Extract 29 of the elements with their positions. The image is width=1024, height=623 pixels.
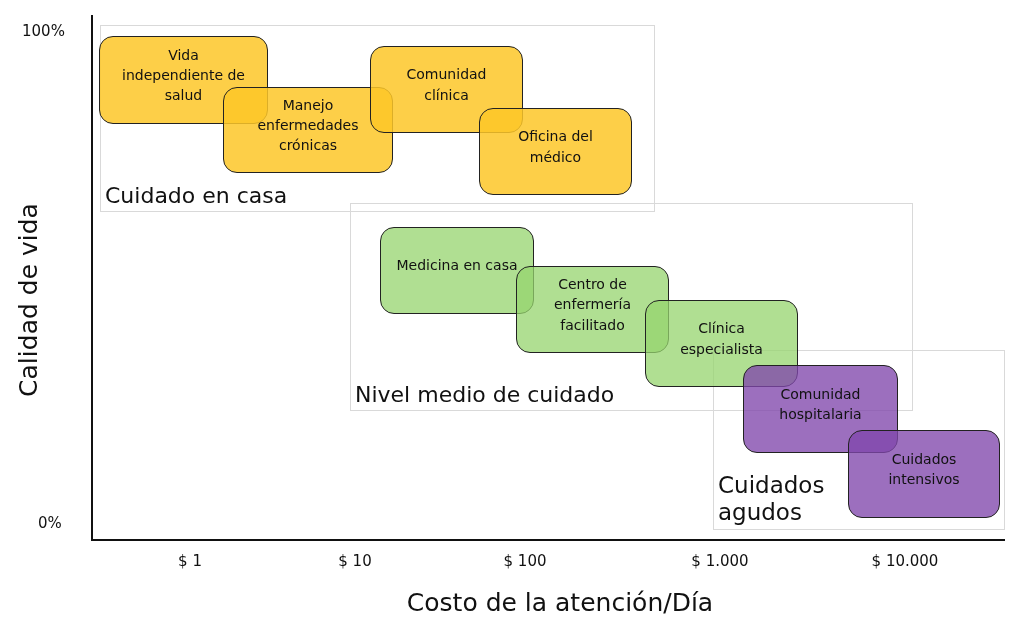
care-setting-box <box>848 430 1000 518</box>
group-frame <box>100 25 655 212</box>
care-setting-box <box>223 87 393 173</box>
axis-tick-label: $ 1.000 <box>691 552 749 570</box>
axis-tick-label: $ 1 <box>178 552 202 570</box>
box-text: Medicina en casa <box>396 256 518 276</box>
care-setting-box <box>516 266 669 353</box>
axis-title: Calidad de vida <box>13 203 43 397</box>
group-label: Nivel medio de cuidado <box>355 381 615 408</box>
group-label: Cuidados agudos <box>718 471 826 527</box>
axis-tick-label: $ 10 <box>338 552 372 570</box>
box-text: Cuidados intensivos <box>887 449 961 489</box>
group-label: Cuidado en casa <box>105 182 288 209</box>
axis-tick-label: 100% <box>22 22 65 40</box>
box-text: Comunidad hospitalaria <box>778 384 863 424</box>
axis-title: Costo de la atención/Día <box>406 588 714 617</box>
box-text: Vida independiente de salud <box>121 45 246 106</box>
care-setting-box <box>645 300 798 387</box>
box-text: Manejo enfermedades crónicas <box>256 95 360 156</box>
box-text: Comunidad clínica <box>405 65 488 105</box>
care-setting-box <box>479 108 632 195</box>
box-text: Centro de enfermería facilitado <box>553 275 632 335</box>
axis-tick-label: $ 100 <box>503 552 547 570</box>
box-text: Clínica especialista <box>679 319 764 359</box>
care-setting-box <box>380 227 534 314</box>
axis-tick-label: $ 10.000 <box>871 552 939 570</box>
box-text: Oficina del médico <box>517 127 594 167</box>
care-setting-box <box>743 365 898 453</box>
axis-tick-label: 0% <box>38 514 62 532</box>
